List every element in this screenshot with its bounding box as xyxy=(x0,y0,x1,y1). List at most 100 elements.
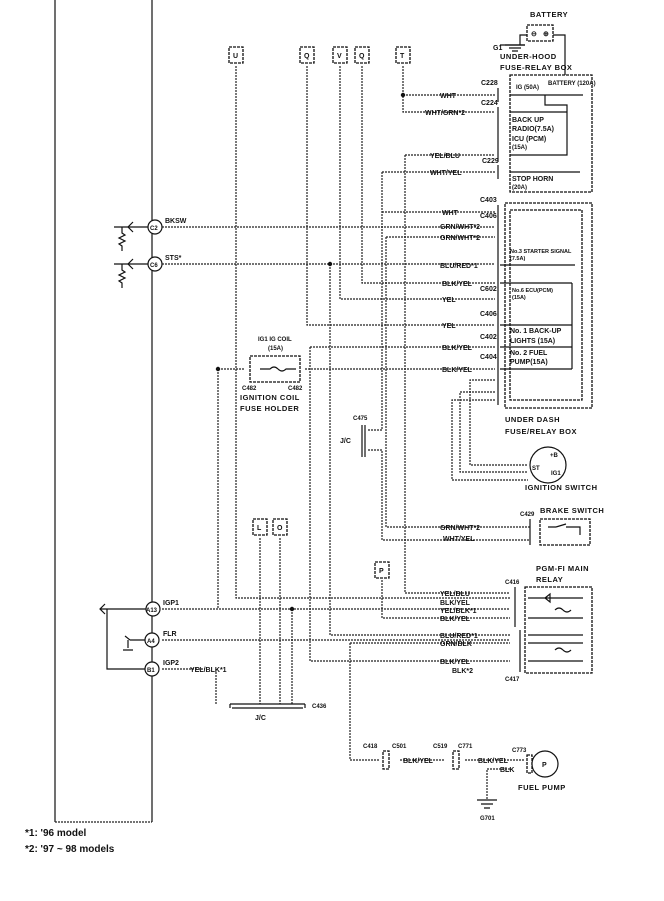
svg-text:WHT: WHT xyxy=(442,210,459,217)
svg-text:BLK/YEL: BLK/YEL xyxy=(440,659,471,666)
svg-text:ICU (PCM): ICU (PCM) xyxy=(512,136,546,143)
svg-text:YEL: YEL xyxy=(442,323,456,330)
connector-l: L xyxy=(252,518,268,536)
svg-text:YEL: YEL xyxy=(442,297,456,304)
fuel-pump-circuit: C418 C501 BLK/YEL C519 C771 BLK/YEL BLK … xyxy=(363,744,566,822)
svg-text:No. 2 FUEL: No. 2 FUEL xyxy=(510,350,548,357)
svg-text:BRAKE SWITCH: BRAKE SWITCH xyxy=(540,506,604,515)
svg-text:FUEL PUMP: FUEL PUMP xyxy=(518,783,566,792)
svg-text:C475: C475 xyxy=(353,416,368,422)
svg-text:C519: C519 xyxy=(433,744,448,750)
svg-text:C402: C402 xyxy=(480,334,497,341)
footnotes: *1: '96 model *2: '97 ~ 98 models xyxy=(25,828,115,855)
svg-text:Q: Q xyxy=(304,53,310,60)
svg-text:C229: C229 xyxy=(482,158,499,165)
svg-text:⊕: ⊕ xyxy=(543,31,549,38)
svg-text:GRN/BLK: GRN/BLK xyxy=(440,641,472,648)
svg-text:G1: G1 xyxy=(493,45,502,52)
svg-text:*2: '97 ~ 98 models: *2: '97 ~ 98 models xyxy=(25,844,115,855)
junction-connector-c436: J/C C436 YEL/BLK*1 xyxy=(190,667,327,722)
connector-t: T xyxy=(395,46,411,64)
svg-text:BLU/RED*1: BLU/RED*1 xyxy=(440,263,478,270)
svg-text:BLU/RED*1: BLU/RED*1 xyxy=(440,633,478,640)
svg-text:BLK/YEL: BLK/YEL xyxy=(442,345,473,352)
wires xyxy=(162,34,566,800)
svg-text:WHT/YEL: WHT/YEL xyxy=(430,170,462,177)
svg-text:B1: B1 xyxy=(147,668,155,674)
svg-text:BLK/YEL: BLK/YEL xyxy=(403,758,434,765)
svg-text:IGNITION COIL: IGNITION COIL xyxy=(240,393,300,402)
svg-text:A13: A13 xyxy=(146,608,158,614)
svg-text:C417: C417 xyxy=(505,677,520,683)
junction-connector-c475: C475 J/C xyxy=(340,416,368,457)
svg-text:C773: C773 xyxy=(512,748,527,754)
svg-text:FLR: FLR xyxy=(163,631,177,638)
svg-text:PUMP(15A): PUMP(15A) xyxy=(510,359,548,366)
svg-text:C771: C771 xyxy=(458,744,473,750)
svg-text:IGP2: IGP2 xyxy=(163,660,179,667)
svg-text:(15A): (15A) xyxy=(512,145,527,151)
svg-text:C429: C429 xyxy=(520,512,535,518)
underhood-fuse-relay-box: UNDER-HOOD FUSE-RELAY BOX C228 C224 C229… xyxy=(425,52,596,193)
svg-text:PGM-FI MAIN: PGM-FI MAIN xyxy=(536,564,589,573)
svg-text:YEL/BLU: YEL/BLU xyxy=(440,591,470,598)
offpage-connectors: U Q V Q T L O P xyxy=(228,46,411,579)
svg-text:*1: '96 model: *1: '96 model xyxy=(25,828,87,839)
svg-text:BLK*2: BLK*2 xyxy=(452,668,473,675)
svg-text:No. 1 BACK-UP: No. 1 BACK-UP xyxy=(510,328,562,335)
svg-text:UNDER DASH: UNDER DASH xyxy=(505,415,560,424)
svg-text:C6: C6 xyxy=(150,263,158,269)
svg-text:Q: Q xyxy=(359,53,365,60)
svg-text:C482: C482 xyxy=(242,386,257,392)
svg-text:YEL/BLK*1: YEL/BLK*1 xyxy=(190,667,227,674)
svg-text:LIGHTS (15A): LIGHTS (15A) xyxy=(510,338,555,345)
svg-text:No.6 ECU(PCM): No.6 ECU(PCM) xyxy=(512,288,553,294)
underdash-fuse-relay-box: C403 C406 C602 C406 C402 C404 WHT GRN/WH… xyxy=(440,197,593,436)
connector-u: U xyxy=(228,46,244,64)
svg-text:C2: C2 xyxy=(150,226,158,232)
svg-text:C482: C482 xyxy=(288,386,303,392)
svg-text:IG (50A): IG (50A) xyxy=(516,85,539,91)
svg-text:L: L xyxy=(257,525,262,532)
svg-text:A4: A4 xyxy=(147,639,155,645)
svg-text:FUSE-RELAY BOX: FUSE-RELAY BOX xyxy=(500,63,572,72)
svg-text:(15A): (15A) xyxy=(268,346,283,352)
svg-text:FUSE HOLDER: FUSE HOLDER xyxy=(240,404,299,413)
svg-text:WHT/GRN*2: WHT/GRN*2 xyxy=(425,110,465,117)
svg-text:(15A): (15A) xyxy=(512,295,526,301)
svg-text:IG1 IG COIL: IG1 IG COIL xyxy=(258,337,292,343)
svg-text:GRN/WHT*2: GRN/WHT*2 xyxy=(440,235,480,242)
svg-text:G701: G701 xyxy=(480,816,495,822)
svg-text:BLK/YEL: BLK/YEL xyxy=(442,281,473,288)
svg-text:(20A): (20A) xyxy=(512,185,527,191)
svg-text:UNDER-HOOD: UNDER-HOOD xyxy=(500,52,557,61)
svg-text:FUSE/RELAY BOX: FUSE/RELAY BOX xyxy=(505,427,577,436)
svg-text:J/C: J/C xyxy=(255,715,266,722)
svg-text:BKSW: BKSW xyxy=(165,218,187,225)
svg-text:C416: C416 xyxy=(505,580,520,586)
svg-text:C436: C436 xyxy=(312,704,327,710)
connector-p: P xyxy=(374,561,390,579)
svg-text:C224: C224 xyxy=(481,100,498,107)
svg-text:BACK UP: BACK UP xyxy=(512,117,544,124)
brake-switch: BRAKE SWITCH C429 GRN/WHT*2 WHT/YEL xyxy=(440,506,604,546)
pin-a13: A13 IGP1 xyxy=(145,600,179,617)
svg-text:IGP1: IGP1 xyxy=(163,600,179,607)
svg-text:P: P xyxy=(379,568,384,575)
svg-text:No.3 STARTER SIGNAL: No.3 STARTER SIGNAL xyxy=(510,249,572,255)
svg-text:YEL/BLU: YEL/BLU xyxy=(430,153,460,160)
svg-text:C602: C602 xyxy=(480,286,497,293)
svg-text:RELAY: RELAY xyxy=(536,575,563,584)
svg-text:STS*: STS* xyxy=(165,255,182,262)
ignition-switch: +B ST IG1 IGNITION SWITCH xyxy=(525,446,597,492)
svg-text:C403: C403 xyxy=(480,197,497,204)
pin-c2: C2 BKSW xyxy=(147,218,187,235)
svg-text:WHT/YEL: WHT/YEL xyxy=(443,536,475,543)
svg-text:C228: C228 xyxy=(481,80,498,87)
ecm-input-resistor-icons xyxy=(99,221,148,670)
svg-text:C501: C501 xyxy=(392,744,407,750)
svg-text:BLK/YEL: BLK/YEL xyxy=(478,758,509,765)
svg-text:YEL/BLK*1: YEL/BLK*1 xyxy=(440,608,477,615)
svg-text:T: T xyxy=(400,53,405,60)
